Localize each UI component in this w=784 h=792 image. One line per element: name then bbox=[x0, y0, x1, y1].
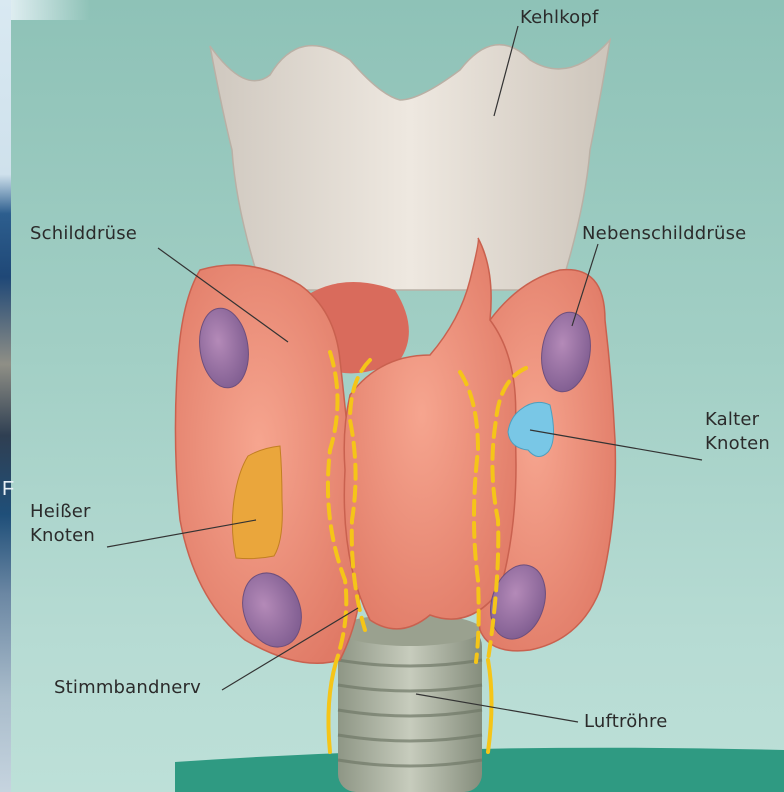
label-kalter-knoten: Kalter Knoten bbox=[705, 408, 770, 456]
label-luftroehre: Luftröhre bbox=[584, 710, 668, 734]
label-kehlkopf: Kehlkopf bbox=[520, 6, 599, 30]
label-heisser-line1: Heißer bbox=[30, 500, 95, 524]
label-schilddruese: Schilddrüse bbox=[30, 222, 137, 246]
label-heisser-knoten: Heißer Knoten bbox=[30, 500, 95, 548]
label-kalter-line1: Kalter bbox=[705, 408, 770, 432]
label-heisser-line2: Knoten bbox=[30, 524, 95, 548]
label-nebenschilddruese: Nebenschilddrüse bbox=[582, 222, 746, 246]
label-kalter-line2: Knoten bbox=[705, 432, 770, 456]
trachea bbox=[338, 614, 482, 792]
larynx-cartilage bbox=[210, 40, 610, 290]
label-stimmbandnerv: Stimmbandnerv bbox=[54, 676, 201, 700]
